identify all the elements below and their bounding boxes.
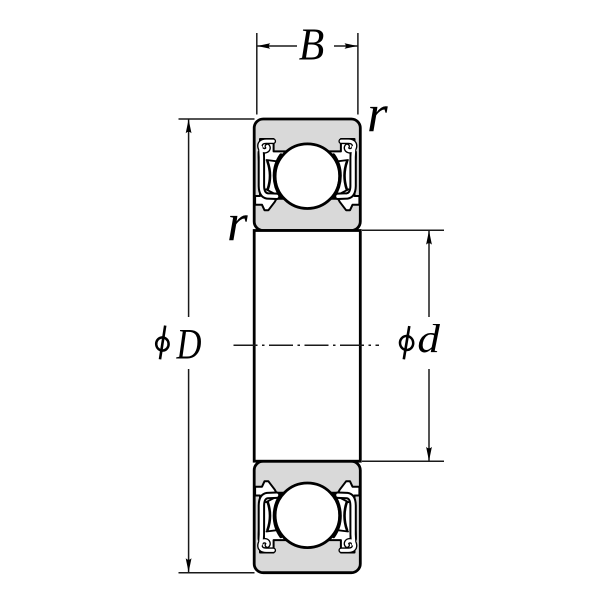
svg-text:B: B bbox=[299, 19, 325, 70]
svg-text:r: r bbox=[227, 194, 248, 252]
svg-text:d: d bbox=[417, 316, 440, 361]
svg-text:r: r bbox=[367, 85, 388, 143]
svg-text:D: D bbox=[176, 321, 202, 369]
